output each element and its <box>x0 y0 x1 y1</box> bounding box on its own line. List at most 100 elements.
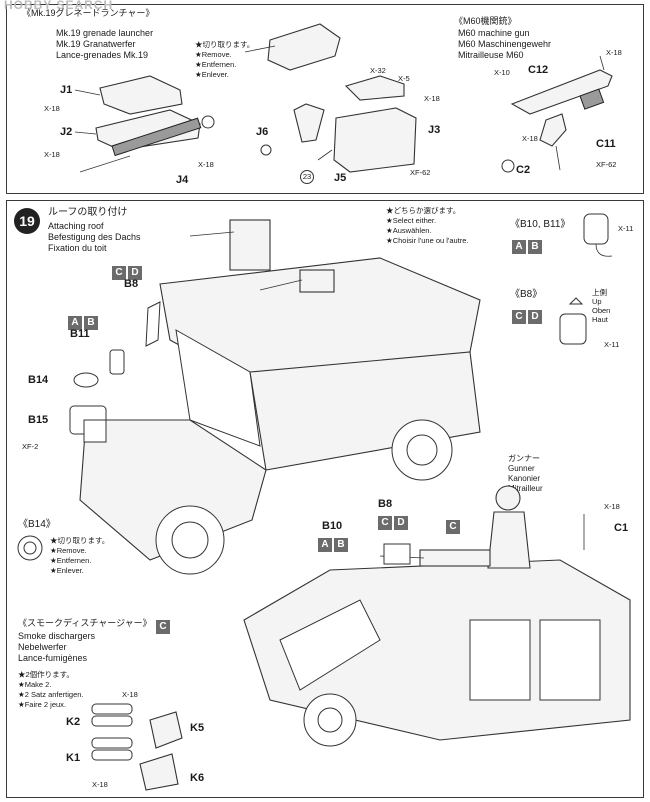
label-b15: B15 <box>28 414 49 426</box>
c-box-smoke: C <box>446 516 462 534</box>
part-j1: J1 <box>60 84 73 96</box>
step-ref-23: 23 <box>300 170 314 184</box>
label-k6: K6 <box>190 772 205 784</box>
paint-x18-c1: X-18 <box>604 502 620 511</box>
box-c-bottom: C <box>378 516 392 530</box>
paint-x18-k2: X-18 <box>122 690 138 699</box>
label-k1: K1 <box>66 752 81 764</box>
top-section-frame <box>6 4 644 194</box>
b14-inset-title: 《B14》 <box>18 519 56 530</box>
humvee-lower-drawing <box>243 485 631 747</box>
step19-title-fr: Fixation du toit <box>48 243 107 253</box>
label-k5: K5 <box>190 722 205 734</box>
b14-remove-note: ★切り取ります。 ★Remove. ★Entfernen. ★Enlever. <box>50 536 110 575</box>
box-b-bottom: B <box>334 538 348 552</box>
box-a-bottom: A <box>318 538 332 552</box>
mirror-inset-title: 《B10, B11》 <box>510 219 571 230</box>
label-b10: B10 <box>322 520 343 532</box>
paint-xf62-b: XF-62 <box>596 160 617 169</box>
part-c11: C11 <box>596 138 616 150</box>
box-c-smoke: C <box>446 520 460 534</box>
part-j5: J5 <box>334 172 347 184</box>
gunner-label: ガンナー Gunner Kanonier Mitrailleur <box>508 454 543 493</box>
part-j2: J2 <box>60 126 73 138</box>
paint-x32: X-32 <box>370 66 386 75</box>
label-b8: B8 <box>124 278 139 290</box>
smoke-drawing <box>91 703 183 791</box>
paint-x18-k1: X-18 <box>92 780 108 789</box>
b14-inset-drawing <box>17 535 43 561</box>
mirror-paint: X-11 <box>618 224 634 233</box>
m60-title-fr: Mitrailleuse M60 <box>458 50 524 60</box>
smoke-title-en: Smoke dischargers <box>18 631 96 641</box>
box-d-b8: D <box>528 310 542 324</box>
part-c2: C2 <box>516 164 531 176</box>
step19-title-de: Befestigung des Dachs <box>48 232 141 242</box>
m60-title-en: M60 machine gun <box>458 28 530 38</box>
mk19-title-jp: 《Mk.19グレネードランチャー》 <box>22 8 155 18</box>
part-j4: J4 <box>176 174 189 186</box>
box-c-smoke-title: C <box>156 620 170 634</box>
m60-drawing <box>501 55 613 173</box>
label-b8-bottom: B8 <box>378 498 393 510</box>
watermark: HOBBY SEARCH <box>4 0 114 12</box>
smoke-title-de: Nebelwerfer <box>18 642 67 652</box>
paint-x10: X-10 <box>494 68 510 77</box>
box-b-left: B <box>84 316 98 330</box>
box-a-mirror: A <box>512 240 526 254</box>
paint-x5: X-5 <box>398 74 410 83</box>
box-d-bottom: D <box>394 516 408 530</box>
box-c-b8: C <box>512 310 526 324</box>
label-k2: K2 <box>66 716 81 728</box>
mk19-title-en: Mk.19 grenade launcher <box>56 28 154 38</box>
c-box-smoke-title: C <box>156 616 172 634</box>
paint-x18-d: X-18 <box>424 94 440 103</box>
b8-paint: X-11 <box>604 340 620 349</box>
paint-x18-b: X-18 <box>44 150 60 159</box>
paint-xf62-a: XF-62 <box>410 168 431 177</box>
step-number-badge: 19 <box>14 208 40 234</box>
label-b14: B14 <box>28 374 49 386</box>
b8-inset-drawing <box>559 297 587 345</box>
smoke-title-jp: 《スモークディスチャージャー》 <box>18 618 152 628</box>
paint-xf2: XF-2 <box>22 442 39 451</box>
paint-x18-e: X-18 <box>606 48 622 57</box>
up-labels: 上側 Up Oben Haut <box>592 288 611 324</box>
step19-frame <box>6 200 644 798</box>
humvee-main-drawing <box>69 219 481 575</box>
part-c12: C12 <box>528 64 549 76</box>
remove-note: ★切り取ります。 ★Remove. ★Entfernen. ★Enlever. <box>195 40 255 79</box>
step19-title-en: Attaching roof <box>48 221 104 231</box>
part-j3: J3 <box>428 124 441 136</box>
mk19-drawing <box>74 75 215 173</box>
mirror-inset-drawing <box>583 213 613 257</box>
label-b11: B11 <box>70 328 90 340</box>
mount-drawing <box>244 23 417 173</box>
paint-x18-a: X-18 <box>44 104 60 113</box>
m60-title-de: M60 Maschinengewehr <box>458 39 552 49</box>
box-a-left: A <box>68 316 82 330</box>
mk19-title-de: Mk.19 Granatwerfer <box>56 39 136 49</box>
box-c-top: C <box>112 266 126 280</box>
box-d-top: D <box>128 266 142 280</box>
step19-title-jp: ルーフの取り付け <box>48 207 128 218</box>
b8-inset-title: 《B8》 <box>510 289 543 300</box>
step-number: 19 <box>19 213 35 229</box>
smoke-title-fr: Lance-fumigènes <box>18 653 88 663</box>
select-either-note: ★どちらか選びます。 ★Select either. ★Auswählen. ★… <box>386 206 469 245</box>
m60-title-jp: 《M60機関銃》 <box>454 16 517 26</box>
paint-x18-f: X-18 <box>522 134 538 143</box>
mk19-title-fr: Lance-grenades Mk.19 <box>56 50 149 60</box>
box-b-mirror: B <box>528 240 542 254</box>
label-c1: C1 <box>614 522 629 534</box>
paint-x18-c: X-18 <box>198 160 214 169</box>
part-j6: J6 <box>256 126 269 138</box>
make2-note: ★2個作ります。 ★Make 2. ★2 Satz anfertigen. ★F… <box>18 670 84 709</box>
